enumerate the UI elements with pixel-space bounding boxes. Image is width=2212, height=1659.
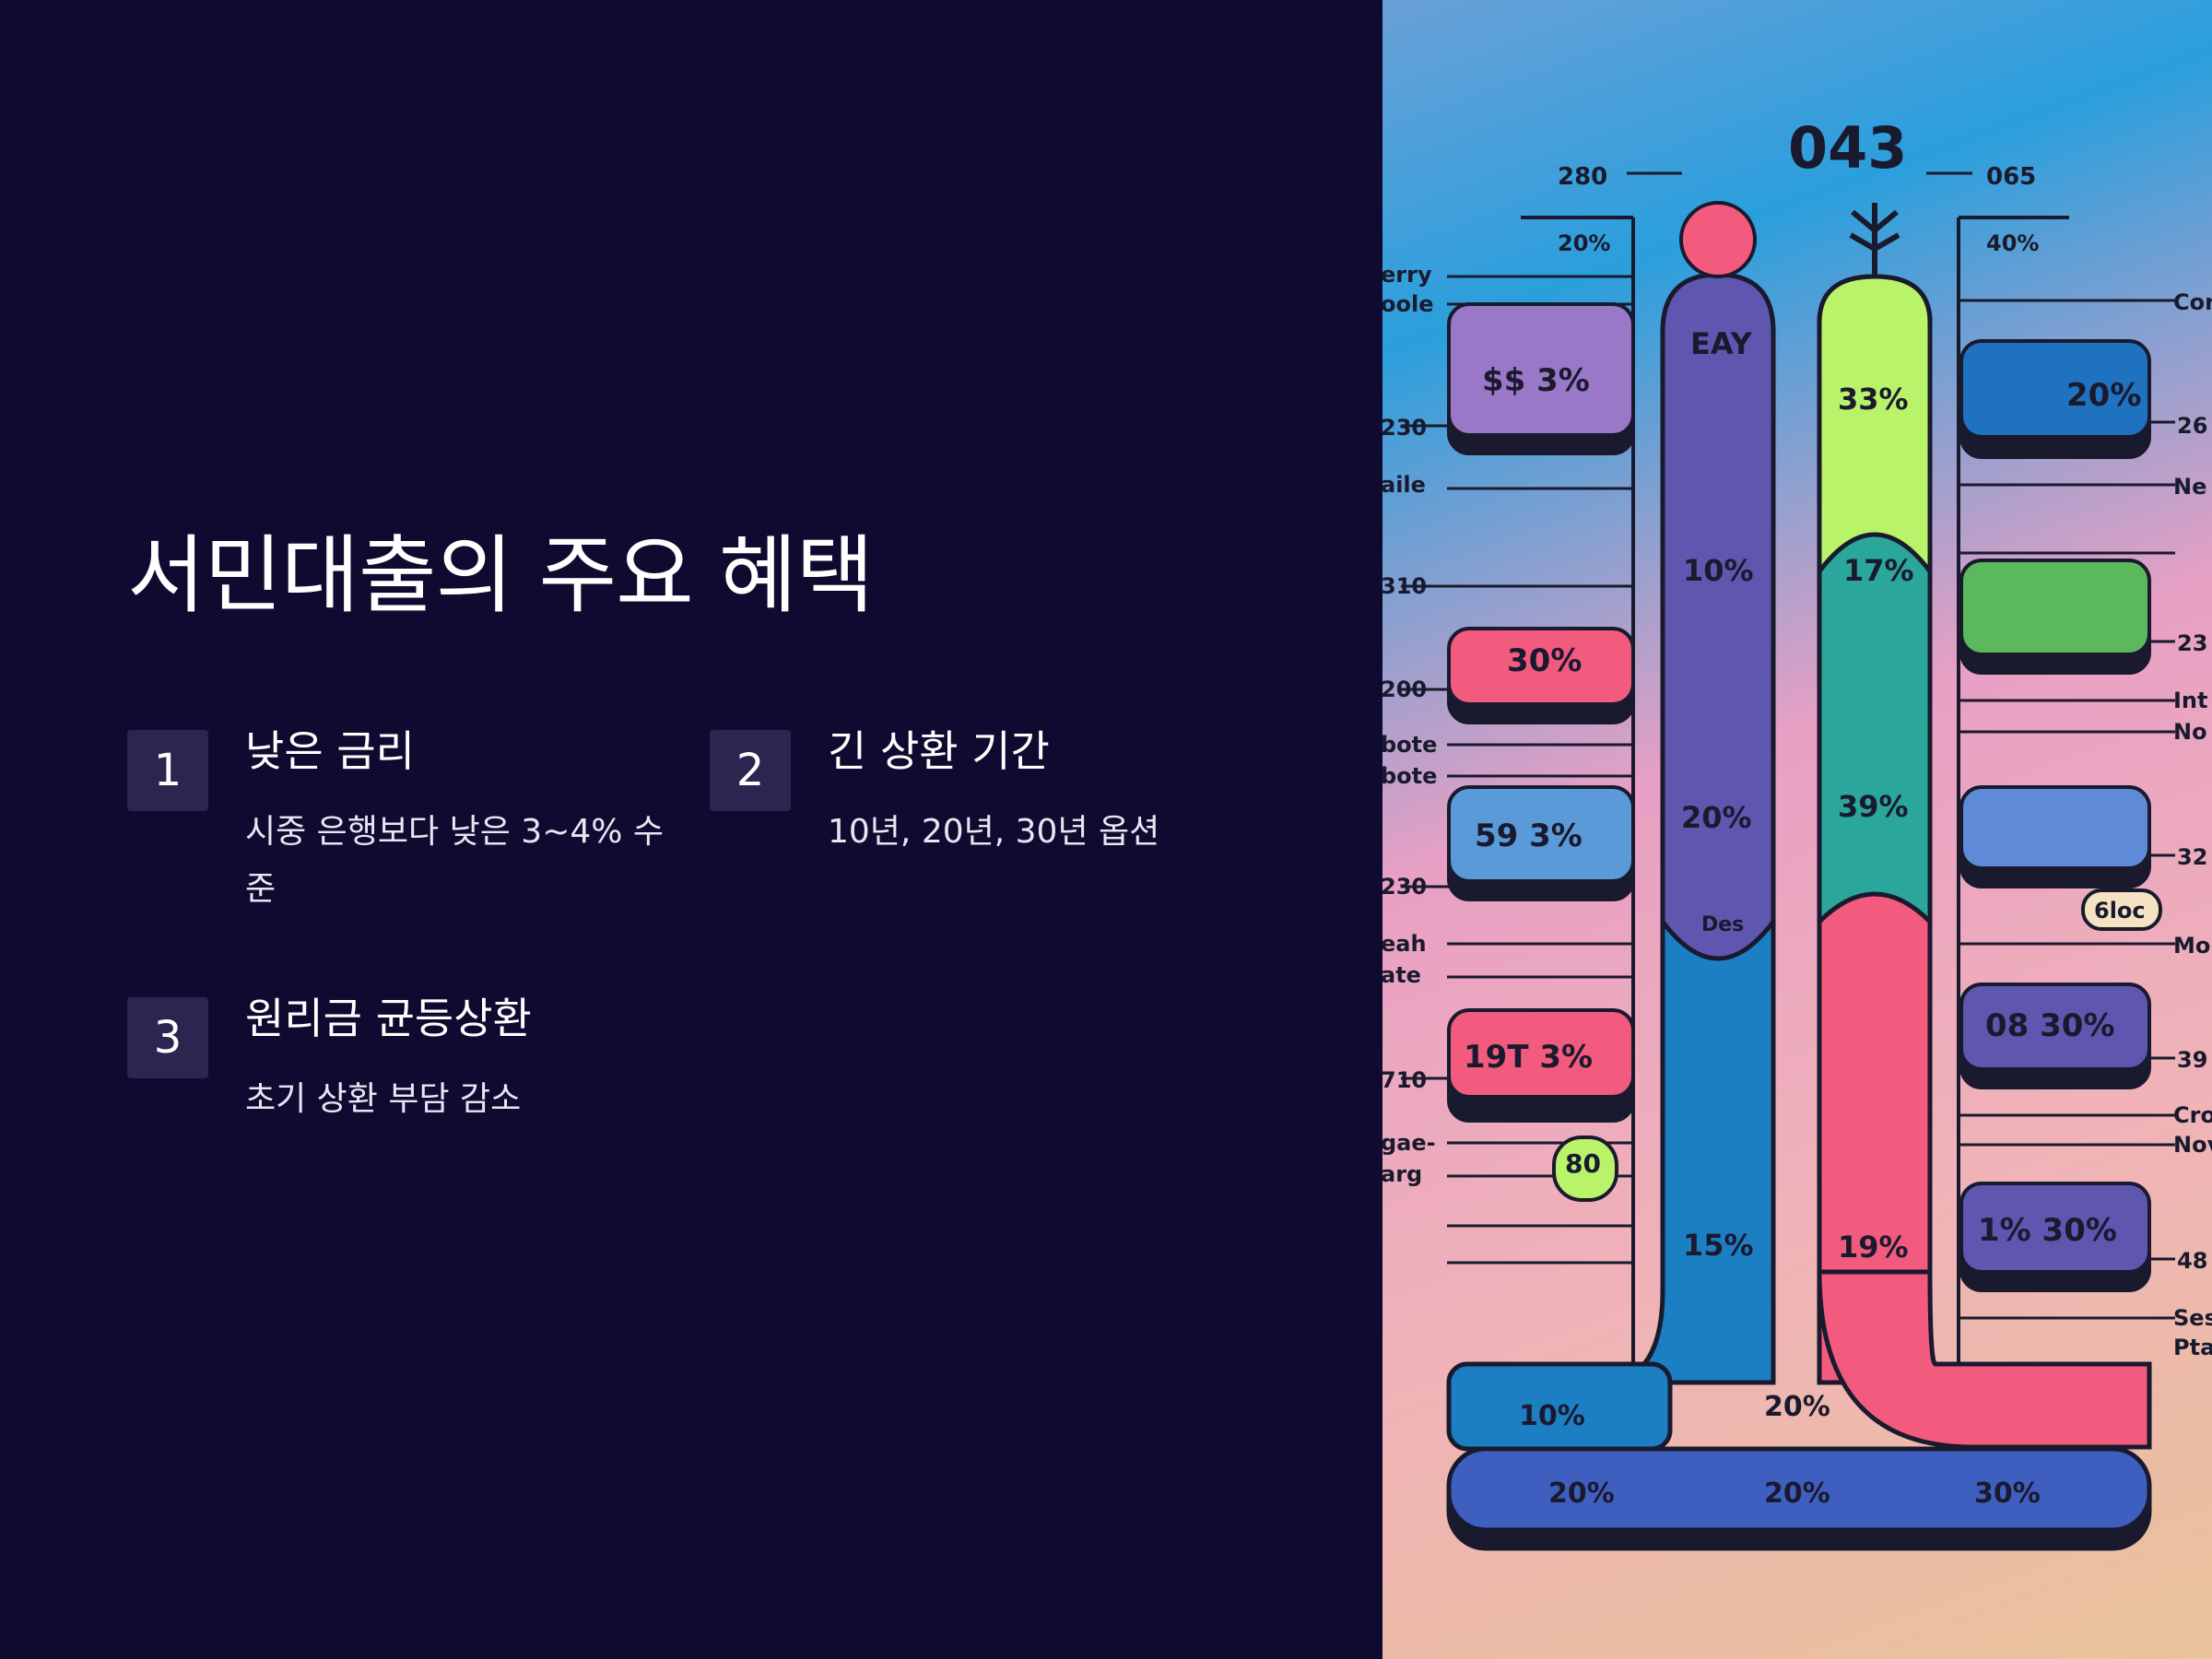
axis-label: gae- [1382,1130,1436,1156]
benefit-description: 초기 상환 부담 감소 [245,1080,522,1118]
benefit-description: 시중 은행보다 낮은 3~4% 수준 [245,813,665,908]
axis-label: Cro [2173,1102,2212,1128]
tube-label: 15% [1683,1228,1754,1263]
box-label: 08 30% [1985,1007,2115,1044]
box-label: 6loc [2094,898,2146,924]
tube-label: 10% [1683,553,1754,588]
content-panel: 서민대출의 주요 혜택 1 낮은 금리 시중 은행보다 낮은 3~4% 수준 2… [127,526,1263,1182]
benefit-title: 긴 상환 기간 [828,726,1050,776]
axis-label: 39 [2177,1047,2207,1073]
axis-label: Cor [2173,289,2212,315]
axis-label: 710 [1382,1067,1427,1093]
benefit-description: 10년, 20년, 30년 옵션 [828,813,1160,851]
tube-label: 33% [1838,382,1909,417]
axis-label: 200 [1382,677,1427,702]
axis-label: 23 [2177,630,2207,656]
bottom-label: 20% [1548,1477,1615,1510]
box-label: 19T 3% [1464,1039,1593,1076]
illustration-label: 20% [1558,230,1610,256]
illustration-label: 280 [1558,163,1607,191]
tube-label: 20% [1681,800,1752,835]
axis-label: eah [1382,931,1427,957]
axis-label: Pta [2173,1335,2212,1360]
tube-label: EAY [1690,326,1753,361]
axis-label: Ne [2173,474,2206,500]
tube-label: 19% [1838,1230,1909,1265]
box-label: 1% 30% [1978,1212,2117,1249]
bottom-label: 20% [1764,1477,1830,1510]
axis-label: 310 [1382,573,1427,599]
box-label: 80 [1565,1148,1601,1179]
axis-label: 230 [1382,874,1427,900]
tube-label: 17% [1843,553,1914,588]
axis-label: 32 [2177,844,2207,870]
illustration-top-number: 043 [1788,114,1907,182]
benefit-item-1: 1 낮은 금리 시중 은행보다 낮은 3~4% 수준 [127,726,680,914]
axis-label: 26 [2177,413,2207,439]
axis-label: Int [2173,688,2208,713]
axis-label: 230 [1382,415,1427,441]
axis-label: arg [1382,1161,1422,1187]
benefit-title: 낮은 금리 [245,726,415,776]
benefit-item-2: 2 긴 상환 기간 10년, 20년, 30년 옵션 [710,726,1263,914]
benefit-number-badge: 2 [710,730,791,811]
bottom-label: 10% [1519,1400,1585,1432]
infographic-illustration: 043 280 065 20% 40% [1382,0,2212,1659]
box-label: $$ 3% [1482,362,1590,399]
axis-label: Ses [2173,1305,2212,1331]
axis-label: Mo [2173,933,2210,959]
slide-title: 서민대출의 주요 혜택 [127,526,874,625]
benefit-number-badge: 3 [127,997,208,1078]
illustration-label: 065 [1986,163,2036,191]
axis-label: 48 [2177,1248,2207,1274]
infographic-svg: 043 280 065 20% 40% [1382,114,2212,1551]
bottom-label: 20% [1764,1391,1830,1423]
axis-label: No [2173,719,2207,745]
axis-label: bote [1382,763,1437,789]
benefit-item-3: 3 원리금 균등상환 초기 상환 부담 감소 [127,994,680,1182]
box-label: 20% [2066,377,2141,414]
benefit-number-badge: 1 [127,730,208,811]
axis-label: Nov [2173,1132,2212,1158]
tube-label: 39% [1838,789,1909,824]
box-label: 59 3% [1475,818,1583,854]
axis-label: erry [1382,262,1432,288]
illustration-label: 40% [1986,230,2039,256]
axis-label: aile [1382,472,1426,498]
tube-label: Des [1701,913,1744,936]
axis-label: oole [1382,291,1433,317]
axis-label: ate [1382,962,1421,988]
benefit-title: 원리금 균등상환 [245,994,532,1043]
bottom-label: 30% [1974,1477,2041,1510]
box-label: 30% [1507,642,1582,679]
axis-label: bote [1382,732,1437,758]
